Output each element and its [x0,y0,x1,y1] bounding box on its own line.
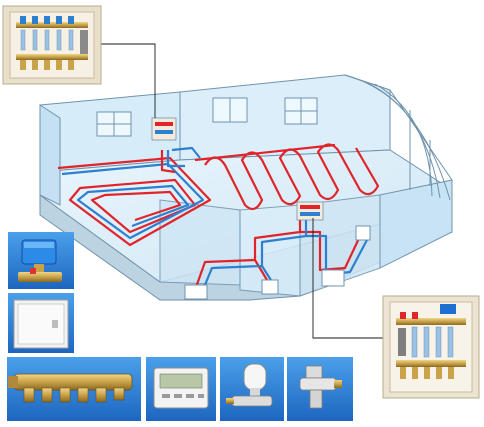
angle-valve-icon [299,365,342,409]
radiators [184,225,371,300]
room-thermostat [146,357,216,421]
in-house-manifold-upper [151,117,177,141]
cabinet-box-icon [13,299,69,349]
right-loop-supply [194,143,380,211]
manifold-cabinet-icon [16,16,88,70]
front-wall-left [39,104,61,206]
brass-manifold-bar [7,357,141,421]
conservatory [344,74,453,201]
right-loop-feed [171,146,201,159]
radiator-3 [321,269,345,287]
callout-top [100,43,156,118]
radiator-4 [355,225,371,241]
partition-wall-1 [159,199,241,286]
callout-lines [100,43,395,339]
manifold-cabinet-bottom-right [382,295,480,399]
left-loop-return [61,162,205,240]
thermostatic-radiator-valve [220,357,284,421]
callout-bottom [312,218,395,339]
front-wall-right [379,179,453,269]
in-house-manifold-lower [296,201,324,221]
left-loop-supply [57,156,212,247]
manifold-cabinet-top-left [2,5,102,85]
actuator-valve-icon [18,239,62,282]
angle-lockshield-valve [287,357,353,421]
radiator-1 [184,284,208,300]
radiator-valve-icon [226,363,273,407]
manifold-riser-red [160,150,176,174]
manifold-bar-icon [8,373,133,403]
windows [96,97,318,137]
thermostat-icon [153,367,209,409]
house-cutaway [39,74,453,301]
manifold-riser-blue [166,150,185,168]
zone-valve-actuator [8,232,74,289]
manifold-cabinet-icon [396,304,466,379]
wall-cabinet-box [8,293,74,353]
radiator-2 [261,279,279,295]
